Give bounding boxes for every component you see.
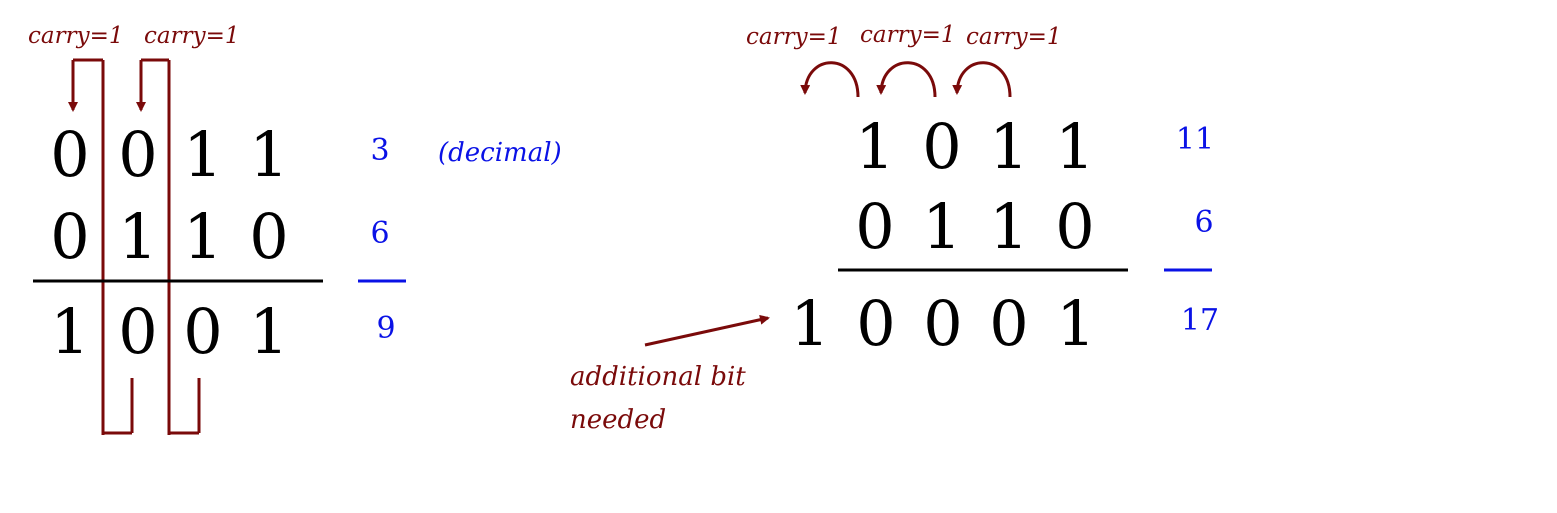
left-result-row: 1 0 0 1 <box>50 295 288 368</box>
digit: 1 <box>855 110 894 183</box>
digit: 1 <box>989 190 1028 263</box>
digit: 1 <box>989 110 1028 183</box>
left-row-2: 0 1 1 0 <box>50 200 288 273</box>
right-decimal-result: 17 <box>1181 303 1219 338</box>
additional-bit-label-line-1: additional bit <box>570 362 746 392</box>
digit: 0 <box>183 295 222 368</box>
digit: 1 <box>790 287 829 360</box>
digit: 0 <box>922 110 961 183</box>
digit: 0 <box>249 200 288 273</box>
left-decimal-result: 9 <box>376 311 395 346</box>
left-row-1: 0 0 1 1 <box>50 118 288 191</box>
digit: 0 <box>1055 190 1094 263</box>
right-carry-label-2: carry=1 <box>860 22 955 48</box>
digit: 0 <box>923 287 962 360</box>
right-row-1: 1 0 1 1 <box>855 110 1094 183</box>
digit: 0 <box>118 295 157 368</box>
digit: 1 <box>50 295 89 368</box>
digit: 1 <box>183 200 222 273</box>
left-example: carry=1 carry=1 0 0 1 1 0 1 <box>28 23 562 435</box>
left-carry-label-2: carry=1 <box>144 23 239 49</box>
additional-bit-arrow <box>644 314 770 347</box>
additional-bit-label-line-2: needed <box>570 405 666 435</box>
left-decimal-2: 6 <box>370 216 389 251</box>
right-row-2: 0 1 1 0 <box>855 190 1094 263</box>
left-decimal-1: 3 <box>370 133 389 168</box>
right-example: carry=1 carry=1 carry=1 1 0 1 1 0 1 1 0 … <box>570 22 1219 435</box>
digit: 1 <box>1055 110 1094 183</box>
digit: 0 <box>50 118 89 191</box>
right-decimal-2: 6 <box>1194 205 1213 240</box>
right-carry-label-1: carry=1 <box>746 24 841 50</box>
digit: 0 <box>856 287 895 360</box>
left-carry-label-1: carry=1 <box>28 23 123 49</box>
digit: 1 <box>249 118 288 191</box>
digit: 0 <box>50 200 89 273</box>
digit: 0 <box>855 190 894 263</box>
digit: 1 <box>118 200 157 273</box>
digit: 0 <box>989 287 1028 360</box>
digit: 1 <box>1056 287 1095 360</box>
digit: 1 <box>183 118 222 191</box>
digit: 0 <box>118 118 157 191</box>
left-carry-paths <box>68 58 201 435</box>
right-result-row: 1 0 0 0 1 <box>790 287 1095 360</box>
right-carry-label-3: carry=1 <box>966 24 1061 50</box>
digit: 1 <box>922 190 961 263</box>
digit: 1 <box>249 295 288 368</box>
right-carry-arrows <box>800 61 1012 98</box>
right-decimal-1: 11 <box>1176 122 1214 157</box>
decimal-note: (decimal) <box>438 138 562 168</box>
